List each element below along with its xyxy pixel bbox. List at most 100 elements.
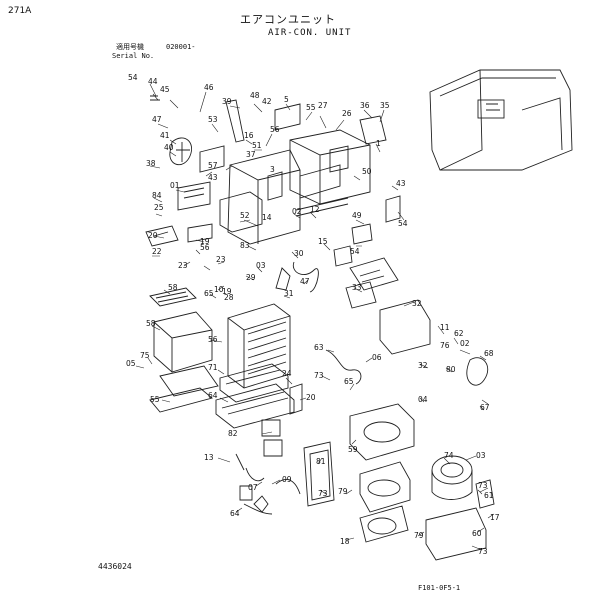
- part-callout-09: 09: [282, 475, 292, 484]
- part-callout-58: 58: [168, 283, 178, 292]
- part-callout-58: 58: [146, 319, 156, 328]
- part-callout-5: 5: [284, 95, 289, 104]
- part-callout-62: 62: [454, 329, 464, 338]
- leader-lines: [135, 83, 495, 551]
- part-callout-19: 19: [222, 287, 232, 296]
- right-bracket-parts: [333, 115, 401, 291]
- part-callout-54: 54: [128, 73, 138, 82]
- page-title-japanese: エアコンユニット: [240, 13, 336, 26]
- part-callout-27: 27: [318, 101, 328, 110]
- part-callout-10: 10: [214, 285, 224, 294]
- part-callout-81: 81: [316, 457, 326, 466]
- part-callout-64: 64: [230, 509, 240, 518]
- part-callout-56: 56: [208, 335, 218, 344]
- left-linkage-parts: [145, 95, 301, 247]
- part-callout-02: 02: [292, 207, 302, 216]
- part-callout-75: 75: [140, 351, 150, 360]
- part-callout-73: 73: [314, 371, 324, 380]
- part-callout-79: 79: [338, 487, 348, 496]
- part-callout-48: 48: [250, 91, 260, 100]
- part-callout-55: 55: [150, 395, 160, 404]
- part-callout-43: 43: [396, 179, 406, 188]
- part-callout-37: 37: [246, 150, 256, 159]
- part-callout-20: 20: [306, 393, 316, 402]
- part-callout-03: 03: [256, 261, 266, 270]
- part-callout-18: 18: [340, 537, 350, 546]
- cab-location-thumbnail: [429, 69, 573, 171]
- filter-and-lower-case: [149, 287, 219, 413]
- page-code: F101-0F5-1: [418, 584, 461, 592]
- part-callout-02: 02: [460, 339, 470, 348]
- part-callout-41: 41: [160, 131, 170, 140]
- part-callout-03: 03: [476, 451, 486, 460]
- part-callout-71: 71: [208, 363, 218, 372]
- part-callout-57: 57: [208, 161, 218, 170]
- part-callout-23: 23: [178, 261, 188, 270]
- part-callout-19: 19: [200, 237, 210, 246]
- part-callout-36: 36: [360, 101, 370, 110]
- part-callout-22: 22: [152, 247, 162, 256]
- part-callout-15: 15: [318, 237, 328, 246]
- serial-range: 020001-: [166, 43, 196, 51]
- part-callout-61: 61: [484, 491, 494, 500]
- part-callout-50: 50: [362, 167, 372, 176]
- part-callout-56: 56: [270, 125, 280, 134]
- figure-code: 4436024: [98, 562, 132, 571]
- part-callout-39: 39: [222, 97, 232, 106]
- part-callout-32: 32: [418, 361, 428, 370]
- part-callout-25: 25: [154, 203, 164, 212]
- part-callout-63: 63: [314, 343, 324, 352]
- part-callout-46: 46: [204, 83, 214, 92]
- part-callout-55: 55: [306, 103, 316, 112]
- part-callout-51: 51: [252, 141, 262, 150]
- part-callout-07: 07: [248, 483, 258, 492]
- part-callout-79: 79: [414, 531, 424, 540]
- part-callout-24: 24: [282, 369, 292, 378]
- part-callout-29: 29: [246, 273, 256, 282]
- part-callout-60: 60: [472, 529, 482, 538]
- part-callout-13: 13: [204, 453, 214, 462]
- serial-label-japanese: 適用号機: [116, 43, 144, 51]
- part-callout-06: 06: [372, 353, 382, 362]
- part-callout-42: 42: [262, 97, 272, 106]
- part-callout-68: 68: [484, 349, 494, 358]
- part-callout-73: 73: [318, 489, 328, 498]
- page-title-english: AIR-CON. UNIT: [268, 28, 352, 38]
- part-callout-40: 40: [164, 143, 174, 152]
- part-callout-80: 80: [446, 365, 456, 374]
- part-callout-45: 45: [160, 85, 170, 94]
- part-callout-84: 84: [152, 191, 162, 200]
- part-callout-31: 31: [284, 289, 294, 298]
- part-callout-52: 52: [240, 211, 250, 220]
- air-con-upper-housing: [219, 129, 371, 245]
- part-callout-16: 16: [244, 131, 254, 140]
- part-callout-17: 17: [490, 513, 500, 522]
- part-callout-05: 05: [126, 359, 136, 368]
- part-callout-54: 54: [350, 247, 360, 256]
- part-callout-1: 1: [376, 139, 381, 148]
- valve-fittings: [235, 383, 303, 501]
- part-callout-82: 82: [228, 429, 238, 438]
- part-callout-43: 43: [208, 173, 218, 182]
- part-callout-14: 14: [262, 213, 272, 222]
- part-callout-65: 65: [344, 377, 354, 386]
- part-callout-49: 49: [352, 211, 362, 220]
- part-callout-04: 04: [418, 395, 428, 404]
- part-callout-32: 32: [412, 299, 422, 308]
- serial-label-english: Serial No.: [112, 52, 155, 60]
- part-callout-28: 28: [224, 293, 234, 302]
- part-callout-33: 33: [352, 283, 362, 292]
- part-callout-54: 54: [398, 219, 408, 228]
- page-number: 271A: [8, 6, 32, 16]
- hoses-and-wiring: [243, 261, 362, 515]
- blower-scroll: [253, 281, 495, 561]
- part-callout-47: 47: [300, 277, 310, 286]
- part-callout-56: 56: [200, 243, 210, 252]
- part-callout-47: 47: [152, 115, 162, 124]
- part-callout-35: 35: [380, 101, 390, 110]
- part-callout-74: 74: [444, 451, 454, 460]
- part-callout-26: 26: [342, 109, 352, 118]
- part-callout-76: 76: [440, 341, 450, 350]
- part-callout-73: 73: [478, 481, 488, 490]
